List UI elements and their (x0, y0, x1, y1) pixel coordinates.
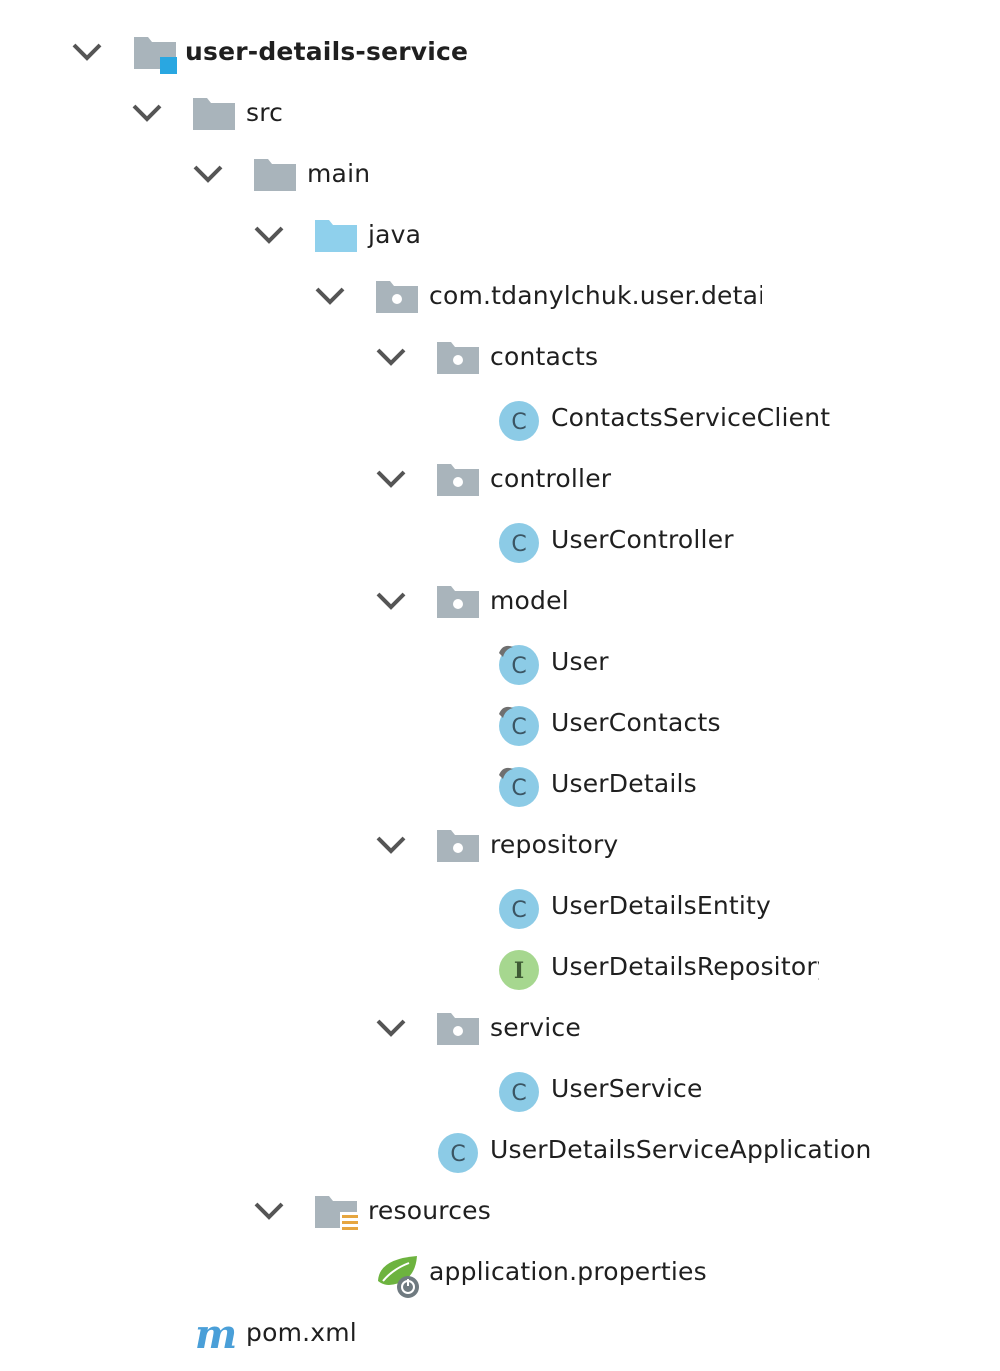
tree-label: UserDetailsRepository (551, 952, 819, 981)
folder-icon (192, 94, 236, 134)
chevron-down-icon[interactable] (313, 281, 347, 311)
tree-node-user-details-entity[interactable]: C UserDetailsEntity (0, 879, 1000, 935)
resources-folder-icon (314, 1192, 360, 1234)
class-icon: C (497, 1070, 541, 1112)
package-icon (436, 460, 480, 500)
spring-properties-icon (375, 1253, 419, 1298)
tree-node-controller[interactable]: controller (0, 452, 1000, 508)
folder-icon (253, 155, 297, 195)
chevron-down-icon[interactable] (374, 342, 408, 372)
svg-text:C: C (511, 532, 526, 557)
tree-node-src[interactable]: src (0, 86, 1000, 142)
tree-node-user-service[interactable]: C UserService (0, 1062, 1000, 1118)
chevron-down-icon[interactable] (374, 830, 408, 860)
tree-node-user-controller[interactable]: C UserController (0, 513, 1000, 569)
tree-label: pom.xml (246, 1318, 357, 1347)
tree-label: application.properties (429, 1257, 707, 1286)
class-icon: C (497, 521, 541, 563)
svg-text:C: C (511, 654, 526, 679)
package-icon (436, 826, 480, 866)
tree-label: contacts (490, 342, 599, 371)
tree-node-repository[interactable]: repository (0, 818, 1000, 874)
tree-label: UserContacts (551, 708, 721, 737)
svg-text:I: I (514, 958, 524, 984)
tree-node-user[interactable]: C User (0, 635, 1000, 691)
tree-label: repository (490, 830, 619, 859)
chevron-down-icon[interactable] (70, 37, 104, 67)
tree-label: main (307, 159, 371, 188)
package-icon (436, 1009, 480, 1049)
tree-label: User (551, 647, 609, 676)
chevron-down-icon[interactable] (252, 220, 286, 250)
interface-icon: I (497, 948, 541, 990)
source-folder-icon (314, 216, 358, 256)
tree-label: UserDetails (551, 769, 697, 798)
tree-node-user-contacts[interactable]: C UserContacts (0, 696, 1000, 752)
chevron-down-icon[interactable] (374, 586, 408, 616)
chevron-down-icon[interactable] (191, 159, 225, 189)
tree-node-resources[interactable]: resources (0, 1184, 1000, 1240)
maven-icon: m (192, 1311, 237, 1358)
module-folder-icon (132, 33, 177, 74)
svg-text:C: C (511, 410, 526, 435)
class-icon: C (436, 1131, 480, 1173)
tree-label: resources (368, 1196, 491, 1225)
chevron-down-icon[interactable] (374, 464, 408, 494)
svg-text:C: C (511, 898, 526, 923)
package-icon (436, 582, 480, 622)
tree-label: java (368, 220, 422, 249)
lombok-class-icon: C (497, 765, 541, 807)
svg-text:C: C (450, 1142, 465, 1167)
tree-label: src (246, 98, 284, 127)
package-icon (436, 338, 480, 378)
tree-node-model[interactable]: model (0, 574, 1000, 630)
lombok-class-icon: C (497, 704, 541, 746)
tree-label: UserController (551, 525, 734, 554)
svg-text:m: m (195, 1311, 237, 1358)
tree-label: UserDetailsServiceApplication (490, 1135, 872, 1164)
tree-node-app-class[interactable]: C UserDetailsServiceApplication (0, 1123, 1000, 1179)
tree-node-application-properties[interactable]: application.properties (0, 1245, 1000, 1301)
tree-node-root[interactable]: user-details-service (0, 25, 1000, 81)
svg-text:C: C (511, 776, 526, 801)
tree-node-pom[interactable]: m pom.xml (0, 1306, 1000, 1362)
lombok-class-icon: C (497, 643, 541, 685)
tree-label: UserService (551, 1074, 703, 1103)
tree-label: model (490, 586, 569, 615)
tree-label: UserDetailsEntity (551, 891, 772, 920)
svg-text:C: C (511, 715, 526, 740)
tree-node-contacts-service-client[interactable]: C ContactsServiceClient (0, 391, 1000, 447)
tree-node-service[interactable]: service (0, 1001, 1000, 1057)
tree-label: ContactsServiceClient (551, 403, 831, 432)
chevron-down-icon[interactable] (130, 98, 164, 128)
tree-node-user-details[interactable]: C UserDetails (0, 757, 1000, 813)
class-icon: C (497, 887, 541, 929)
tree-node-user-details-repository[interactable]: I UserDetailsRepository (0, 940, 1000, 996)
package-icon (375, 277, 419, 317)
tree-node-main[interactable]: main (0, 147, 1000, 203)
chevron-down-icon[interactable] (374, 1013, 408, 1043)
class-icon: C (497, 399, 541, 441)
tree-node-package[interactable]: com.tdanylchuk.user.details (0, 269, 1000, 325)
chevron-down-icon[interactable] (252, 1196, 286, 1226)
tree-node-contacts[interactable]: contacts (0, 330, 1000, 386)
tree-node-java[interactable]: java (0, 208, 1000, 264)
svg-text:C: C (511, 1081, 526, 1106)
tree-label: controller (490, 464, 612, 493)
tree-label: com.tdanylchuk.user.details (429, 281, 762, 310)
tree-label: service (490, 1013, 581, 1042)
tree-label: user-details-service (185, 37, 469, 66)
